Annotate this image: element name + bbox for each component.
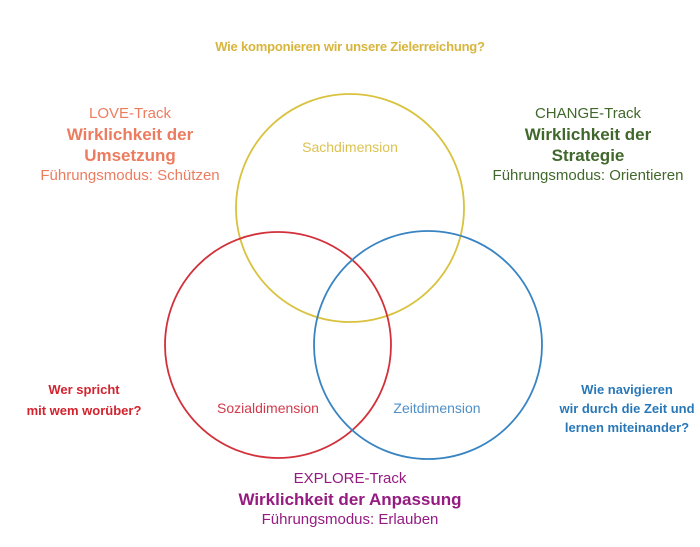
social-question-line2: mit wem worüber?: [26, 403, 142, 418]
explore-track-mode: Führungsmodus: Erlauben: [261, 511, 439, 528]
time-question-line1: Wie navigieren: [581, 382, 673, 397]
social-question: Wer spricht mit wem worüber?: [4, 379, 164, 421]
change-track-title-line2: Strategie: [551, 146, 625, 165]
love-track-title-line2: Umsetzung: [84, 146, 176, 165]
change-track-title-line1: Wirklichkeit der: [524, 125, 652, 144]
sachdimension-circle: [235, 93, 465, 323]
change-track-block: CHANGE-Track Wirklichkeit der Strategie …: [488, 104, 688, 186]
change-track-mode: Führungsmodus: Orientieren: [492, 167, 684, 184]
change-track-name: CHANGE-Track: [534, 105, 642, 122]
love-track-mode: Führungsmodus: Schützen: [40, 167, 220, 184]
explore-track-title: Wirklichkeit der Anpassung: [238, 490, 462, 509]
time-question-line2: wir durch die Zeit und: [559, 401, 695, 416]
love-track-name: LOVE-Track: [89, 105, 171, 122]
sachdimension-label: Sachdimension: [302, 139, 398, 155]
love-track-title-line1: Wirklichkeit der: [66, 125, 194, 144]
top-question: Wie komponieren wir unsere Zielerreichun…: [215, 39, 485, 54]
zeitdimension-circle: [313, 230, 543, 460]
sozialdimension-label: Sozialdimension: [217, 400, 319, 416]
time-question-line3: lernen miteinander?: [564, 420, 690, 435]
explore-track-block: EXPLORE-Track Wirklichkeit der Anpassung…: [225, 469, 475, 530]
sozialdimension-circle: [164, 231, 392, 459]
zeitdimension-label: Zeitdimension: [393, 400, 481, 416]
love-track-block: LOVE-Track Wirklichkeit der Umsetzung Fü…: [30, 104, 230, 186]
time-question: Wie navigieren wir durch die Zeit und le…: [547, 380, 700, 437]
social-question-line1: Wer spricht: [48, 382, 120, 397]
explore-track-name: EXPLORE-Track: [293, 470, 407, 487]
